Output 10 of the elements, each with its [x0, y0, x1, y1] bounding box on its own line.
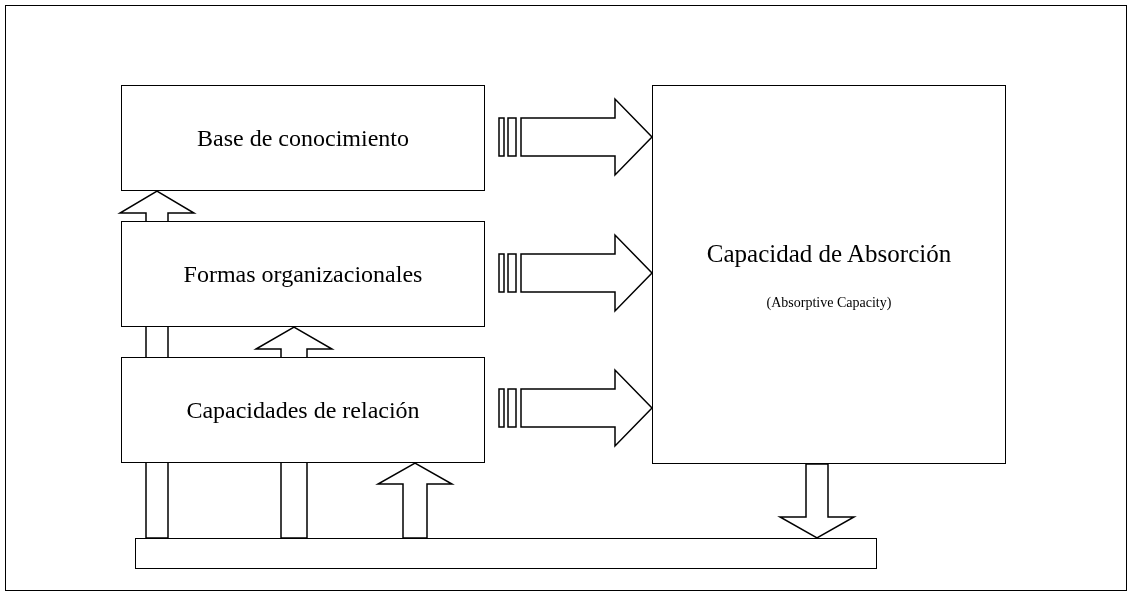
- node-subtitle: (Absorptive Capacity): [766, 294, 892, 311]
- node-title: Capacidad de Absorción: [706, 238, 952, 269]
- node-title: Formas organizacionales: [183, 259, 423, 289]
- bar-shape: [135, 538, 877, 569]
- node-title: Base de conocimiento: [197, 123, 409, 153]
- node-title: Capacidades de relación: [186, 395, 420, 425]
- text-box: [652, 85, 1006, 464]
- text-box: [121, 85, 485, 191]
- text-box: [121, 221, 485, 327]
- text-box: [121, 357, 485, 463]
